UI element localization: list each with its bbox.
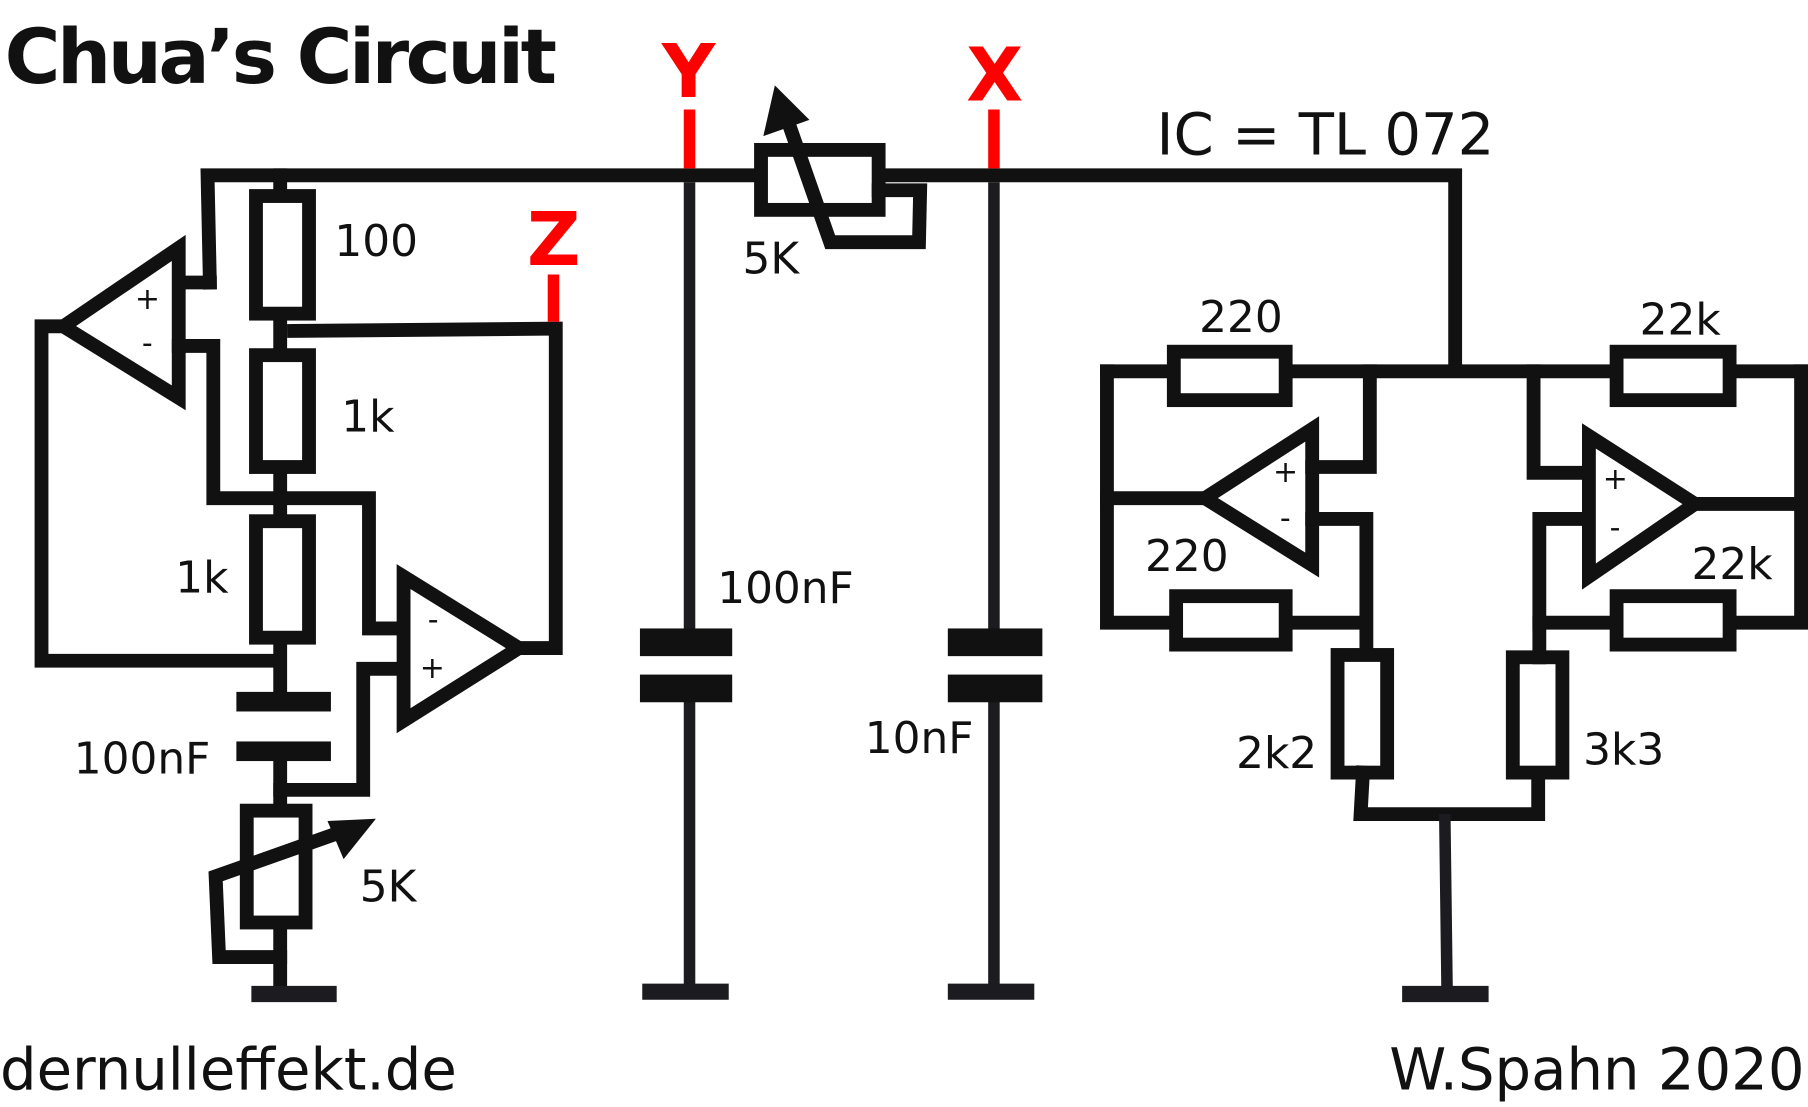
pot-top-arrow-icon: [763, 85, 810, 137]
opamp3-plus: +: [1273, 455, 1298, 490]
probe-x-label: X: [966, 33, 1023, 118]
title: Chua’s Circuit: [5, 12, 556, 101]
resistor-3k3: [1505, 650, 1570, 780]
label-5k-top: 5K: [743, 233, 801, 284]
capacitor-100nF-mid-plate2: [639, 674, 733, 703]
label-22k-bottom: 22k: [1692, 539, 1774, 590]
capacitor-100nF-left-plate1: [236, 691, 331, 712]
opamp1-output-wire: [34, 319, 284, 668]
opamp1-plus: +: [135, 282, 160, 317]
pot-top-bypass: [781, 118, 928, 250]
resistor-100: [249, 189, 316, 321]
pot-left-bypass: [208, 821, 355, 965]
pot-left-arrow-icon: [327, 818, 376, 860]
resistor-22k-top: [1609, 344, 1737, 408]
opamp2-symbol: [396, 564, 532, 734]
capacitor-10nF-plate2: [947, 674, 1043, 703]
label-100: 100: [334, 216, 418, 267]
capacitor-10nF-plate1: [947, 628, 1043, 657]
footer-author: W.Spahn 2020: [1389, 1036, 1804, 1104]
ic-note: IC = TL 072: [1157, 101, 1495, 169]
opamp2-plus: +: [420, 651, 445, 686]
probe-y-label: Y: [661, 30, 717, 115]
opamp1-minus-wire: [171, 339, 405, 636]
opamp3-symbol: [1192, 416, 1320, 578]
opamp3-minus-wire: [1305, 511, 1374, 662]
ground-right-wire: [1439, 814, 1453, 992]
opamp4-symbol: [1582, 423, 1708, 590]
label-1k-lower: 1k: [175, 553, 229, 604]
label-220-top: 220: [1199, 292, 1283, 343]
capacitor-100nF-mid-plate1: [639, 628, 733, 657]
resistor-1k-upper: [249, 348, 316, 474]
label-22k-top: 22k: [1640, 294, 1722, 345]
opamp2-plus-wire: [273, 661, 405, 797]
label-10nF: 10nF: [865, 713, 974, 764]
opamp3-minus: -: [1280, 501, 1291, 536]
probe-z-label: Z: [527, 198, 580, 283]
label-100nF-left: 100nF: [74, 734, 211, 785]
label-3k3: 3k3: [1583, 725, 1664, 776]
z-node-wire: [287, 321, 563, 655]
opamp1-minus: -: [142, 326, 153, 361]
label-220-bottom: 220: [1145, 531, 1229, 582]
label-1k-upper: 1k: [341, 391, 395, 442]
opamp4-plus-wire: [1526, 364, 1593, 480]
opamp4-plus: +: [1603, 462, 1628, 497]
label-2k2: 2k2: [1236, 728, 1317, 779]
footer-website: dernulleffekt.de: [0, 1036, 457, 1104]
opamp1-symbol: [50, 234, 186, 411]
resistor-220-bottom: [1169, 589, 1293, 652]
resistor-22k-bottom: [1609, 589, 1737, 652]
opamp4-minus-wire: [1532, 511, 1593, 665]
label-5k-left: 5K: [360, 862, 418, 913]
resistor-220-top: [1166, 344, 1293, 408]
label-100nF-mid: 100nF: [717, 563, 854, 614]
opamp2-minus: -: [428, 603, 439, 638]
opamp3-plus-wire: [1305, 364, 1377, 474]
resistor-1k-lower: [249, 514, 316, 645]
capacitor-100nF-left-plate2: [236, 741, 331, 762]
resistor-2k2: [1330, 648, 1395, 780]
opamp4-minus: -: [1610, 510, 1621, 545]
